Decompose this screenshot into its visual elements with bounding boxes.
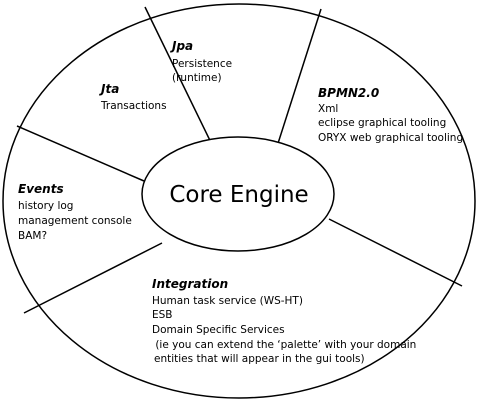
segment-events-item: management console <box>18 215 132 227</box>
segment-integration-item: Domain Specific Services <box>152 324 285 336</box>
segment-events-item: history log <box>18 200 73 212</box>
segment-bpmn-item: Xml <box>318 103 338 115</box>
segment-integration-item: entities that will appear in the gui too… <box>154 353 365 365</box>
segment-jta-title: Jta <box>99 82 119 96</box>
divider-jta-events <box>16 125 145 182</box>
segment-integration-item: ESB <box>152 309 173 321</box>
segment-jta-item: Transactions <box>100 100 167 112</box>
segment-integration: Integration Human task service (WS-HT) E… <box>152 277 416 365</box>
segment-bpmn-item: ORYX web graphical tooling <box>318 132 463 144</box>
core-label: Core Engine <box>169 182 308 208</box>
segment-integration-item: Human task service (WS-HT) <box>152 295 303 307</box>
segment-integration-title: Integration <box>152 277 228 291</box>
segment-bpmn: BPMN2.0 Xml eclipse graphical tooling OR… <box>318 86 463 144</box>
segment-integration-item: (ie you can extend the ‘palette’ with yo… <box>152 339 416 351</box>
segment-jpa-item: Persistence <box>172 58 232 70</box>
divider-events-integration <box>23 242 163 314</box>
divider-bpmn-integration <box>328 218 463 287</box>
segment-jpa-item: (runtime) <box>172 72 222 84</box>
divider-jpa-jta <box>144 6 220 160</box>
segment-jta: Jta Transactions <box>99 82 167 112</box>
segment-events-item: BAM? <box>18 230 47 242</box>
core-ellipse <box>141 136 335 252</box>
segment-bpmn-item: eclipse graphical tooling <box>318 117 446 129</box>
segment-jpa: Jpa Persistence (runtime) <box>170 39 232 84</box>
segment-events-title: Events <box>18 182 64 196</box>
segment-events: Events history log management console BA… <box>18 182 132 242</box>
segment-jpa-title: Jpa <box>170 39 193 53</box>
divider-jpa-bpmn <box>272 8 322 160</box>
segment-bpmn-title: BPMN2.0 <box>318 86 379 100</box>
